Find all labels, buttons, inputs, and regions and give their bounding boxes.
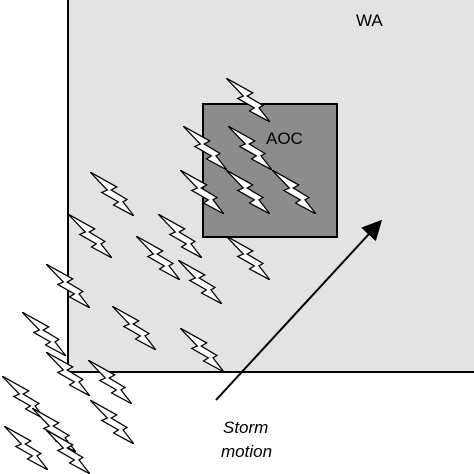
aoc-label: AOC <box>266 129 303 148</box>
lightning-bolt-icon <box>22 312 66 356</box>
aoc-region <box>202 103 338 238</box>
wa-label: WA <box>356 11 383 30</box>
storm-motion-label-line1: Storm <box>223 418 268 437</box>
storm-motion-label-line2: motion <box>221 442 272 461</box>
lightning-bolt-icon <box>90 400 134 444</box>
storm-motion-arrow <box>215 219 383 401</box>
lightning-bolt-icon <box>4 426 48 470</box>
